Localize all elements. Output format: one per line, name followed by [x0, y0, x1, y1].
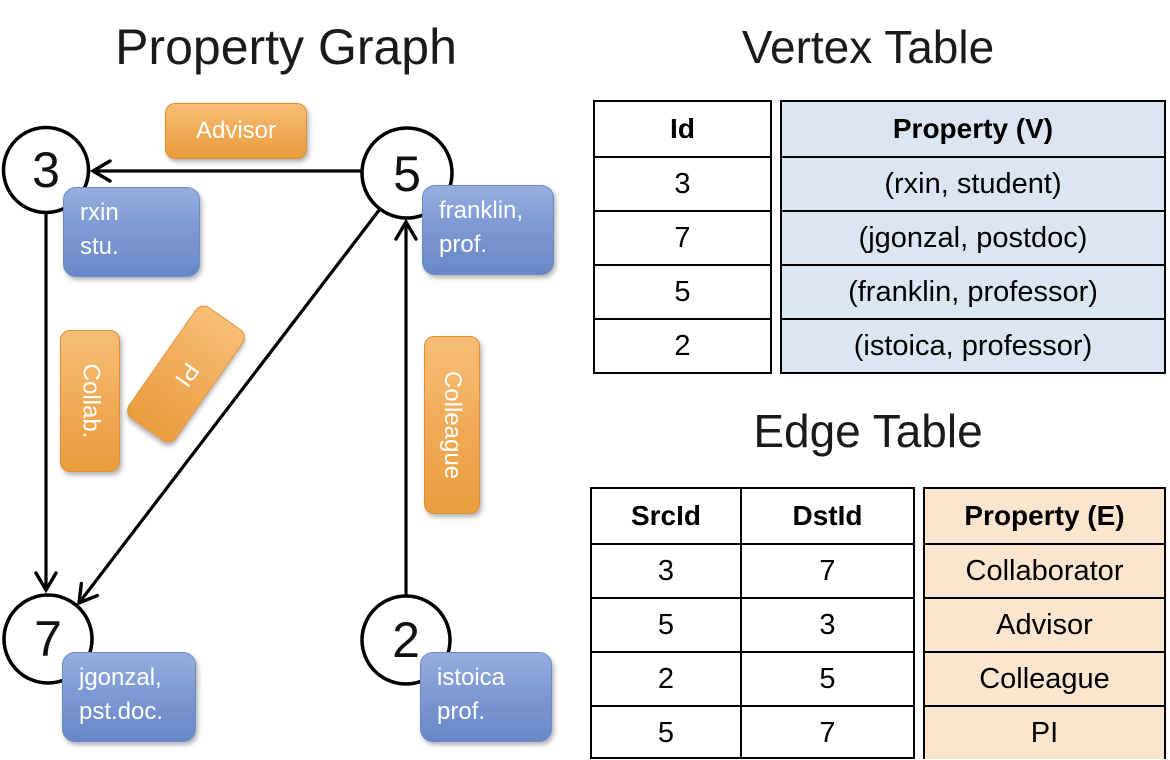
table-cell: 2	[592, 651, 740, 705]
table-cell: 3	[592, 543, 740, 597]
vertex-table-title: Vertex Table	[741, 21, 995, 73]
edge-label-advisor-text: Advisor	[195, 117, 277, 144]
vertex-label-line2: prof.	[439, 231, 488, 259]
edge-label-pi-text: PI	[168, 357, 204, 392]
table-cell: Colleague	[925, 651, 1164, 705]
table-cell: 7	[742, 705, 913, 759]
table-cell: 5	[592, 597, 740, 651]
table-cell: 2	[595, 318, 770, 372]
edge-table-property-column: Property (E) Collaborator Advisor Collea…	[923, 487, 1166, 759]
table-cell: 7	[742, 543, 913, 597]
table-cell: 5	[592, 705, 740, 759]
edge-label-collab-text: Collab.	[77, 363, 104, 439]
vertex-label-line2: prof.	[437, 698, 486, 726]
vertex-label-line1: franklin,	[439, 197, 524, 224]
edge-table-title: Edge Table	[753, 405, 983, 457]
edge-label-colleague: Colleague	[424, 336, 480, 514]
vertex-label-line2: stu.	[80, 233, 119, 261]
node-3-id: 3	[32, 142, 60, 198]
node-5-id: 5	[393, 146, 421, 202]
vertex-label-line1: istoica	[437, 664, 506, 691]
table-cell: 3	[595, 156, 770, 210]
table-cell: (rxin, student)	[782, 156, 1164, 210]
vertex-table-header-property: Property (V)	[782, 102, 1164, 156]
table-cell: 5	[742, 651, 913, 705]
edge-5-to-7-pi	[76, 208, 382, 606]
edge-label-colleague-text: Colleague	[439, 370, 466, 480]
table-cell: PI	[925, 705, 1164, 759]
vertex-table-id-column: Id 3 7 5 2	[593, 100, 772, 374]
edge-table-header-srcid: SrcId	[630, 500, 702, 531]
table-cell: Collaborator	[925, 543, 1164, 597]
table-cell: 5	[595, 264, 770, 318]
table-cell: (franklin, professor)	[782, 264, 1164, 318]
vertex-label-line2: pst.doc.	[79, 698, 164, 726]
edge-label-collab: Collab.	[60, 330, 120, 472]
vertex-table-property-column: Property (V) (rxin, student) (jgonzal, p…	[780, 100, 1166, 374]
table-cell: (istoica, professor)	[782, 318, 1164, 372]
edge-label-advisor: Advisor	[165, 103, 307, 159]
table-cell: (jgonzal, postdoc)	[782, 210, 1164, 264]
vertex-label-jgonzal: jgonzal, pst.doc.	[62, 652, 196, 742]
table-cell: Advisor	[925, 597, 1164, 651]
vertex-label-istoica: istoica prof.	[420, 652, 552, 742]
table-cell: 3	[742, 597, 913, 651]
vertex-label-line1: jgonzal,	[79, 664, 162, 691]
edge-table-header-property: Property (E)	[925, 489, 1164, 543]
property-graph-title: Property Graph	[115, 19, 457, 75]
vertex-table-header-id: Id	[670, 113, 695, 144]
vertex-label-franklin: franklin, prof.	[422, 185, 554, 275]
vertex-label-line1: rxin	[80, 199, 119, 226]
vertex-label-rxin: rxin stu.	[63, 187, 200, 277]
node-7-id: 7	[34, 611, 62, 667]
edge-table-id-columns: SrcId 3 5 2 5 DstId 7 3 5 7	[590, 487, 915, 759]
node-2-id: 2	[392, 612, 420, 668]
edge-table-header-dstid: DstId	[792, 500, 863, 531]
table-cell: 7	[595, 210, 770, 264]
